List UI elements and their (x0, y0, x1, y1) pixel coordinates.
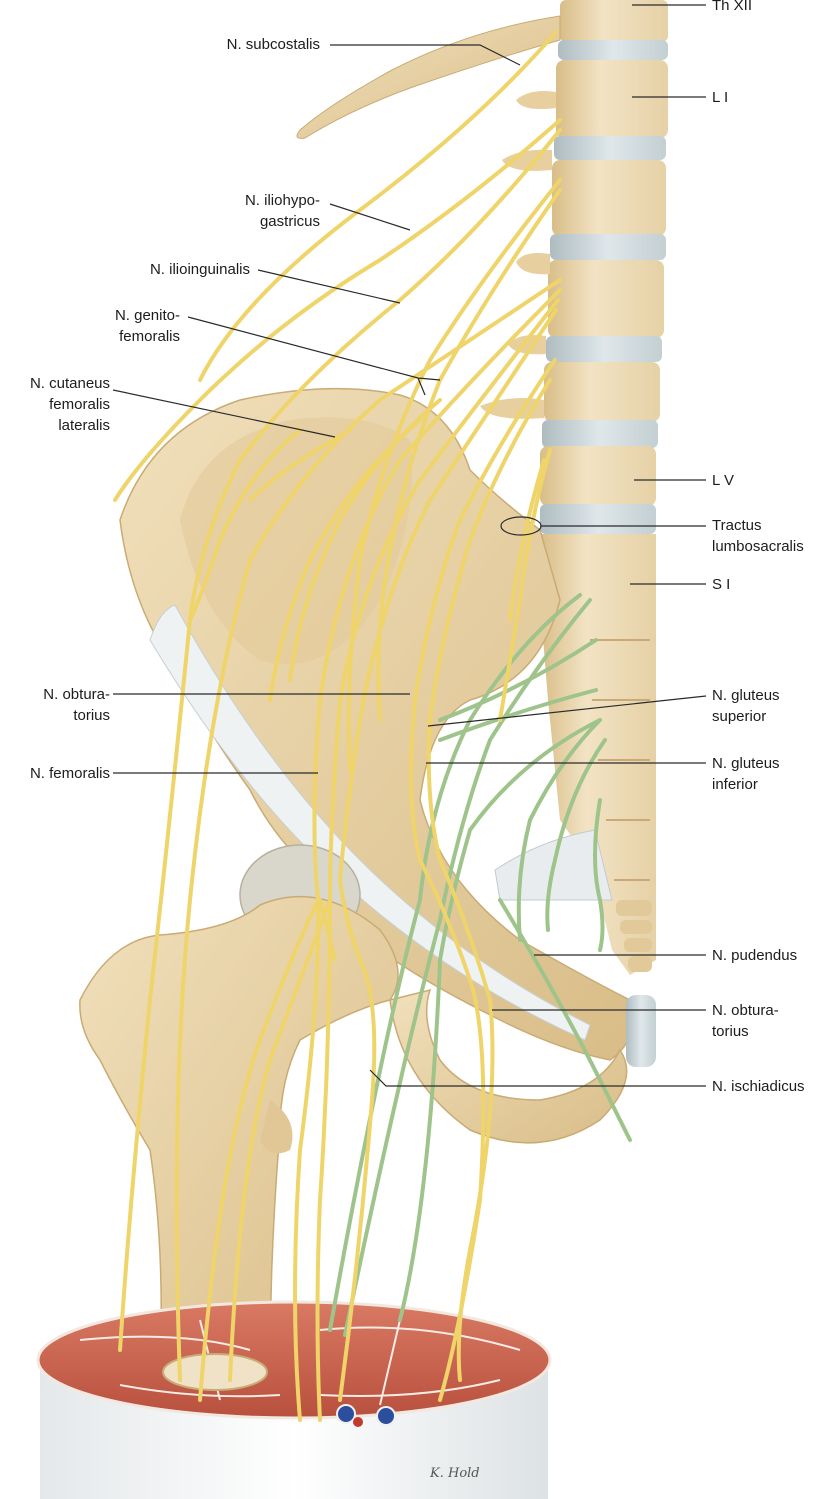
thigh-cross-section (36, 1300, 552, 1499)
label-thxii: Th XII (712, 0, 753, 14)
label-genitofemoralis: N. genito- femoralis (114, 307, 180, 345)
label-gluteus-inferior: N. gluteus inferior (712, 755, 780, 793)
rib-xii (296, 15, 561, 139)
label-obturatorius-upper: N. obtura- torius (43, 686, 110, 724)
label-pudendus: N. pudendus (712, 947, 798, 964)
leader-lines (112, 4, 707, 1087)
label-femoralis: N. femoralis (29, 765, 110, 782)
label-gluteus-superior: N. gluteus superior (712, 687, 780, 725)
label-cutaneus-femoralis-lateralis: N. cutaneus femoralis lateralis (29, 375, 110, 434)
lumbar-plexus-nerves (113, 30, 562, 1422)
label-iliohypogastricus: N. iliohypo- gastricus (244, 192, 320, 230)
label-obturatorius-lower: N. obtura- torius (712, 1002, 779, 1040)
label-si: S I (712, 576, 731, 593)
label-ilioinguinalis: N. ilioinguinalis (149, 261, 250, 278)
inguinal-ligament (149, 604, 591, 1041)
label-ischiadicus: N. ischiadicus (712, 1078, 805, 1095)
label-li: L I (712, 89, 729, 106)
vertebral-column (480, 0, 668, 975)
label-lv: L V (712, 472, 734, 489)
label-subcostalis: N. subcostalis (226, 36, 320, 53)
label-tractus-lumbosacralis: Tractus lumbosacralis (712, 517, 804, 555)
artist-signature: K. Hold (430, 1466, 480, 1481)
